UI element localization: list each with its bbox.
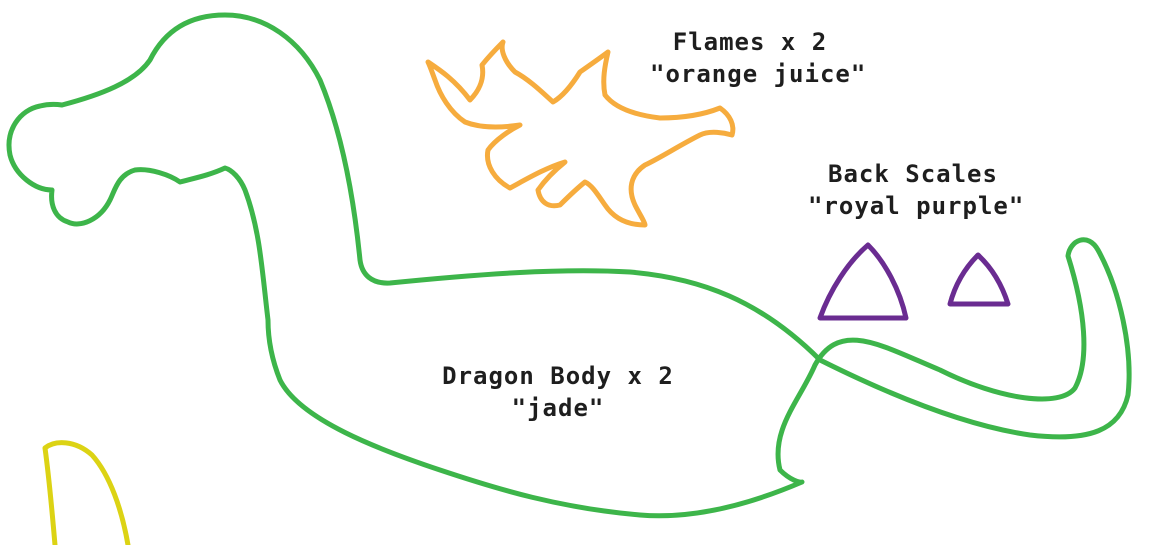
back-scale-large-outline [817, 242, 909, 321]
body-label: Dragon Body x 2 "jade" [418, 360, 698, 424]
flames-name: Flames x 2 [672, 28, 828, 56]
scales-label: Back Scales "royal purple" [808, 158, 1025, 222]
partial-piece-outline [42, 440, 131, 545]
flames-outline [425, 39, 736, 228]
dragon-body-outline [6, 12, 1132, 519]
body-color: "jade" [511, 394, 605, 422]
body-name: Dragon Body x 2 [442, 362, 674, 390]
scales-name: Back Scales [828, 160, 998, 188]
flames-color: "orange juice" [650, 60, 867, 88]
scales-color: "royal purple" [808, 192, 1025, 220]
flames-label: Flames x 2 "orange juice" [650, 26, 867, 90]
back-scale-small-outline [947, 252, 1011, 307]
